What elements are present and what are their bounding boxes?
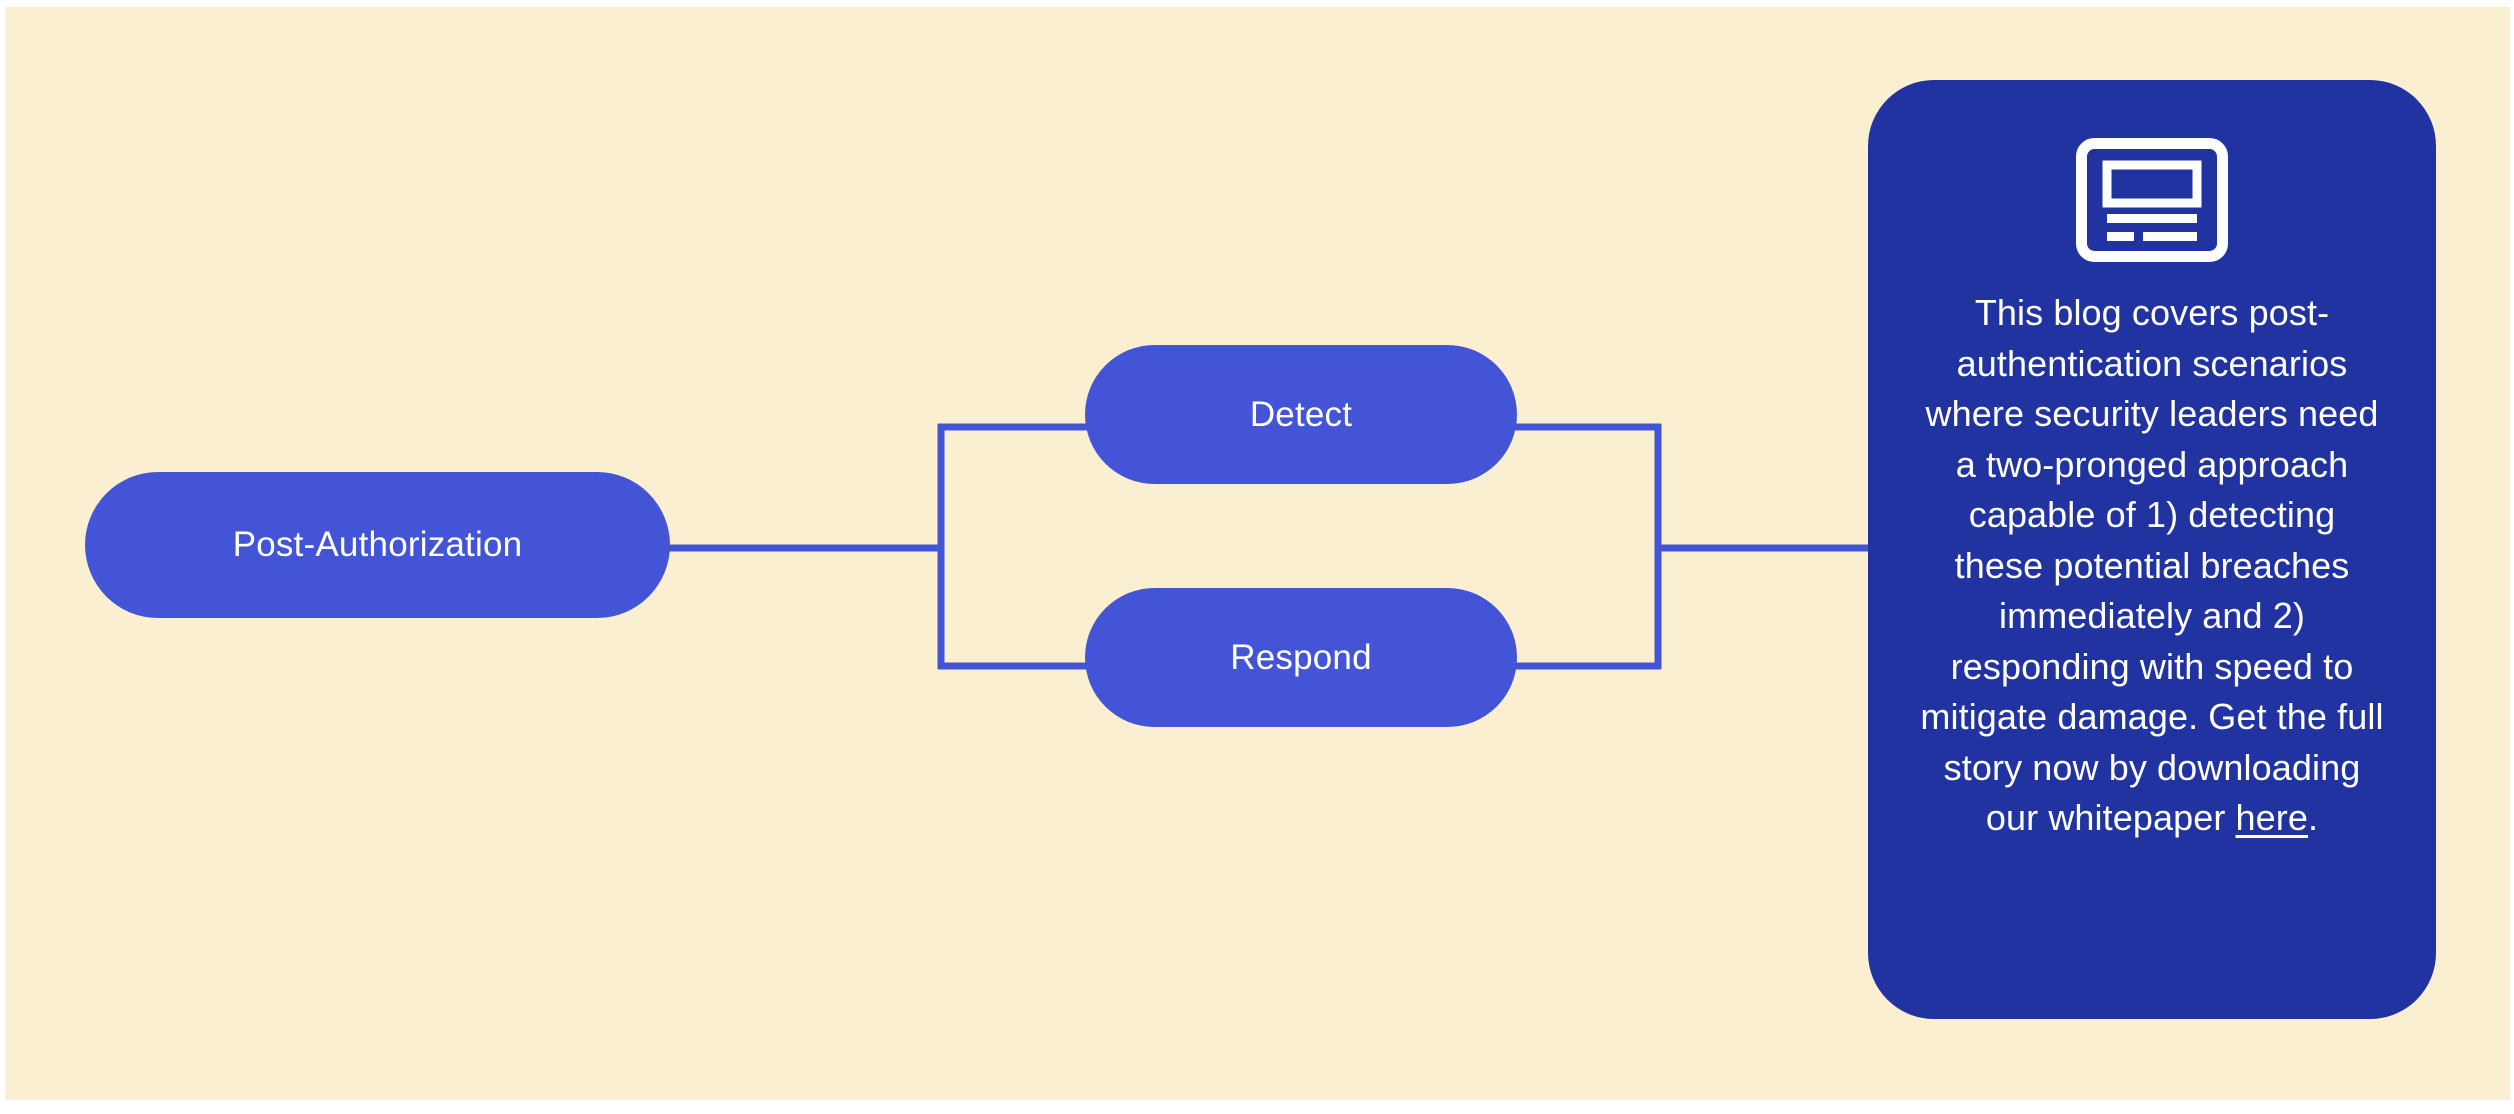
node-detect[interactable]: Detect [1085, 345, 1517, 484]
blog-card-text: This blog covers post-authentication sce… [1920, 288, 2384, 844]
whitepaper-link[interactable]: here [2235, 797, 2308, 838]
blog-card-text-lead: This blog covers post-authentication sce… [1920, 292, 2384, 838]
node-respond-label: Respond [1230, 637, 1372, 677]
node-respond[interactable]: Respond [1085, 588, 1517, 727]
blog-info-card: This blog covers post-authentication sce… [1868, 80, 2436, 1019]
node-detect-label: Detect [1249, 394, 1353, 434]
blog-card-text-tail: . [2308, 797, 2319, 838]
node-post-authorization-label: Post-Authorization [232, 525, 523, 564]
node-post-authorization[interactable]: Post-Authorization [85, 472, 670, 618]
article-icon [2076, 138, 2228, 262]
